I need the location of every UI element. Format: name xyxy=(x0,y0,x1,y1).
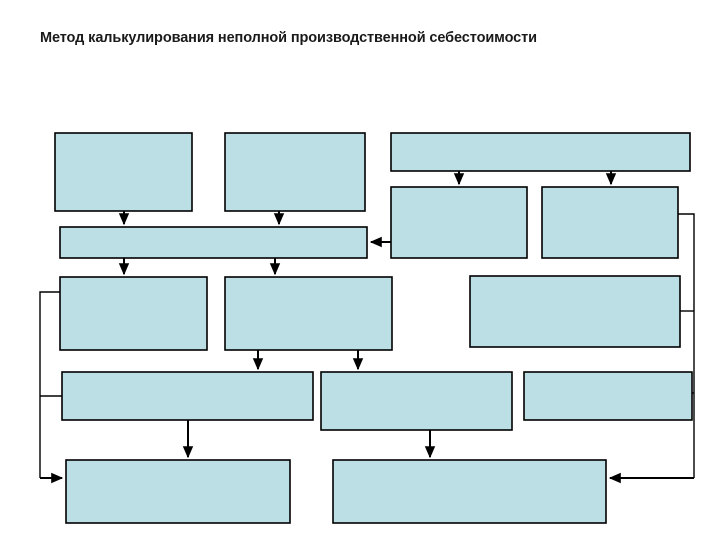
node-n3[interactable] xyxy=(390,132,691,172)
connector-layer xyxy=(39,171,695,484)
node-n7[interactable] xyxy=(59,276,208,351)
node-n2[interactable] xyxy=(224,132,366,212)
node-n6[interactable] xyxy=(59,226,368,259)
page-title: Метод калькулирования неполной производс… xyxy=(40,30,537,46)
node-n12[interactable] xyxy=(523,371,693,421)
edge-n7-leftbus xyxy=(39,291,60,478)
node-n9[interactable] xyxy=(469,275,681,348)
node-n11[interactable] xyxy=(320,371,513,431)
node-n4[interactable] xyxy=(390,186,528,259)
node-n5[interactable] xyxy=(541,186,679,259)
node-n10[interactable] xyxy=(61,371,314,421)
node-n8[interactable] xyxy=(224,276,393,351)
node-n13[interactable] xyxy=(65,459,291,524)
node-layer xyxy=(54,132,693,524)
edge-n5-rightbus xyxy=(678,213,695,478)
node-n1[interactable] xyxy=(54,132,193,212)
node-n14[interactable] xyxy=(332,459,607,524)
